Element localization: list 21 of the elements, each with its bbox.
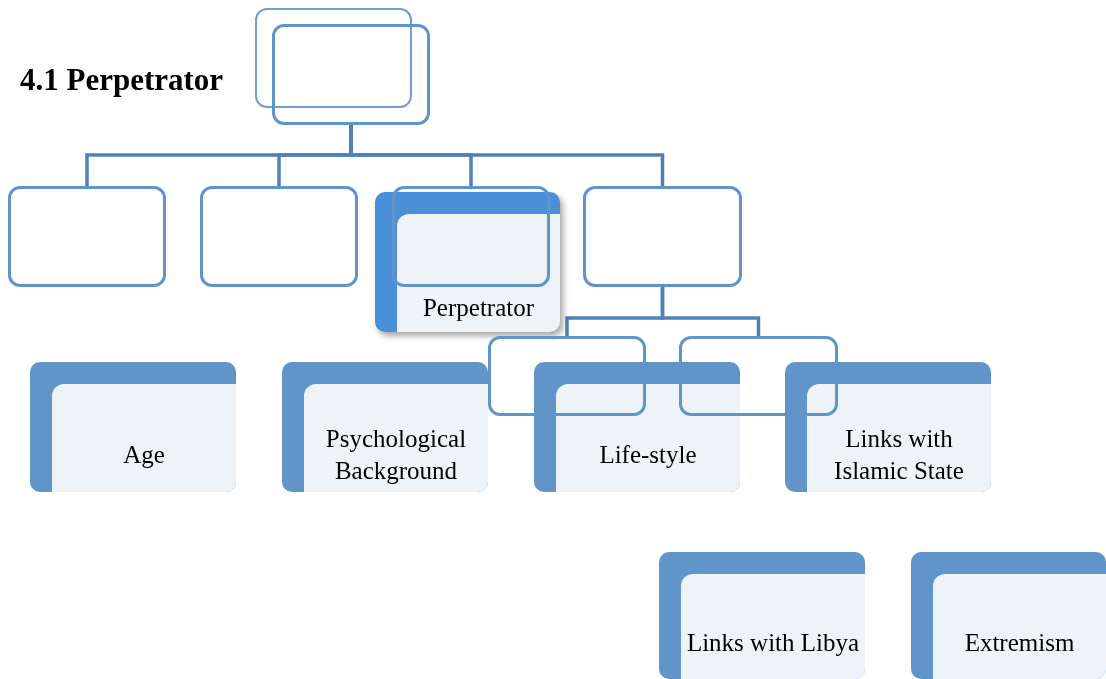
category-card xyxy=(785,362,991,492)
card-label: Psychological Background xyxy=(324,424,468,487)
card-label: Perpetrator xyxy=(422,293,535,323)
empty-box xyxy=(583,186,742,287)
card-label: Links with Libya xyxy=(686,628,860,659)
card-label: Life-style xyxy=(599,440,697,471)
empty-box xyxy=(255,8,412,108)
category-card xyxy=(375,192,560,332)
category-card xyxy=(282,362,488,492)
connector-line xyxy=(660,287,761,336)
card-label: Links with Islamic State xyxy=(833,424,965,487)
empty-box xyxy=(8,186,166,287)
category-card xyxy=(911,552,1106,679)
empty-box xyxy=(272,24,430,125)
card-label: Age xyxy=(123,440,165,471)
category-card xyxy=(659,552,865,679)
card-label: Extremism xyxy=(964,628,1075,659)
category-card xyxy=(534,362,740,492)
empty-box xyxy=(200,186,358,287)
category-card xyxy=(30,362,236,492)
section-heading: 4.1 Perpetrator xyxy=(20,62,224,98)
